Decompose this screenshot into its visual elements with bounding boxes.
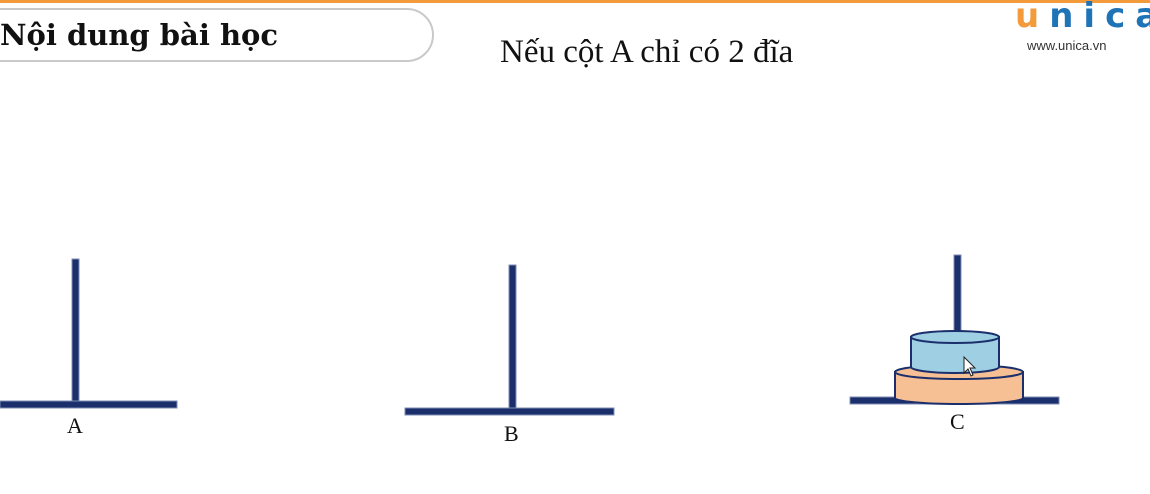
peg-b-pole [508, 264, 517, 412]
logo-letter-u: u [1015, 0, 1050, 36]
small-disk [910, 330, 1000, 374]
peg-c-pole [953, 254, 962, 336]
logo-letters-nica: nica [1049, 0, 1150, 36]
peg-a-pole [71, 258, 80, 408]
logo-wordmark: unica [1015, 0, 1150, 36]
section-tab: Nội dung bài học [0, 8, 434, 62]
peg-a-label: A [67, 413, 83, 438]
peg-b-label: B [504, 421, 519, 446]
mouse-pointer-icon [963, 355, 977, 377]
slide-title: Nếu cột A chỉ có 2 đĩa [500, 34, 794, 70]
peg-a [0, 258, 178, 409]
peg-c [849, 254, 1060, 405]
peg-b-base [404, 407, 615, 416]
logo-url: www.unica.vn [1027, 38, 1107, 53]
unica-logo: unica www.unica.vn [1010, 0, 1150, 53]
peg-b [404, 264, 615, 416]
peg-a-base [0, 400, 178, 409]
top-accent-line [0, 0, 1150, 3]
section-tab-label: Nội dung bài học [0, 18, 279, 52]
peg-c-label: C [950, 409, 965, 434]
